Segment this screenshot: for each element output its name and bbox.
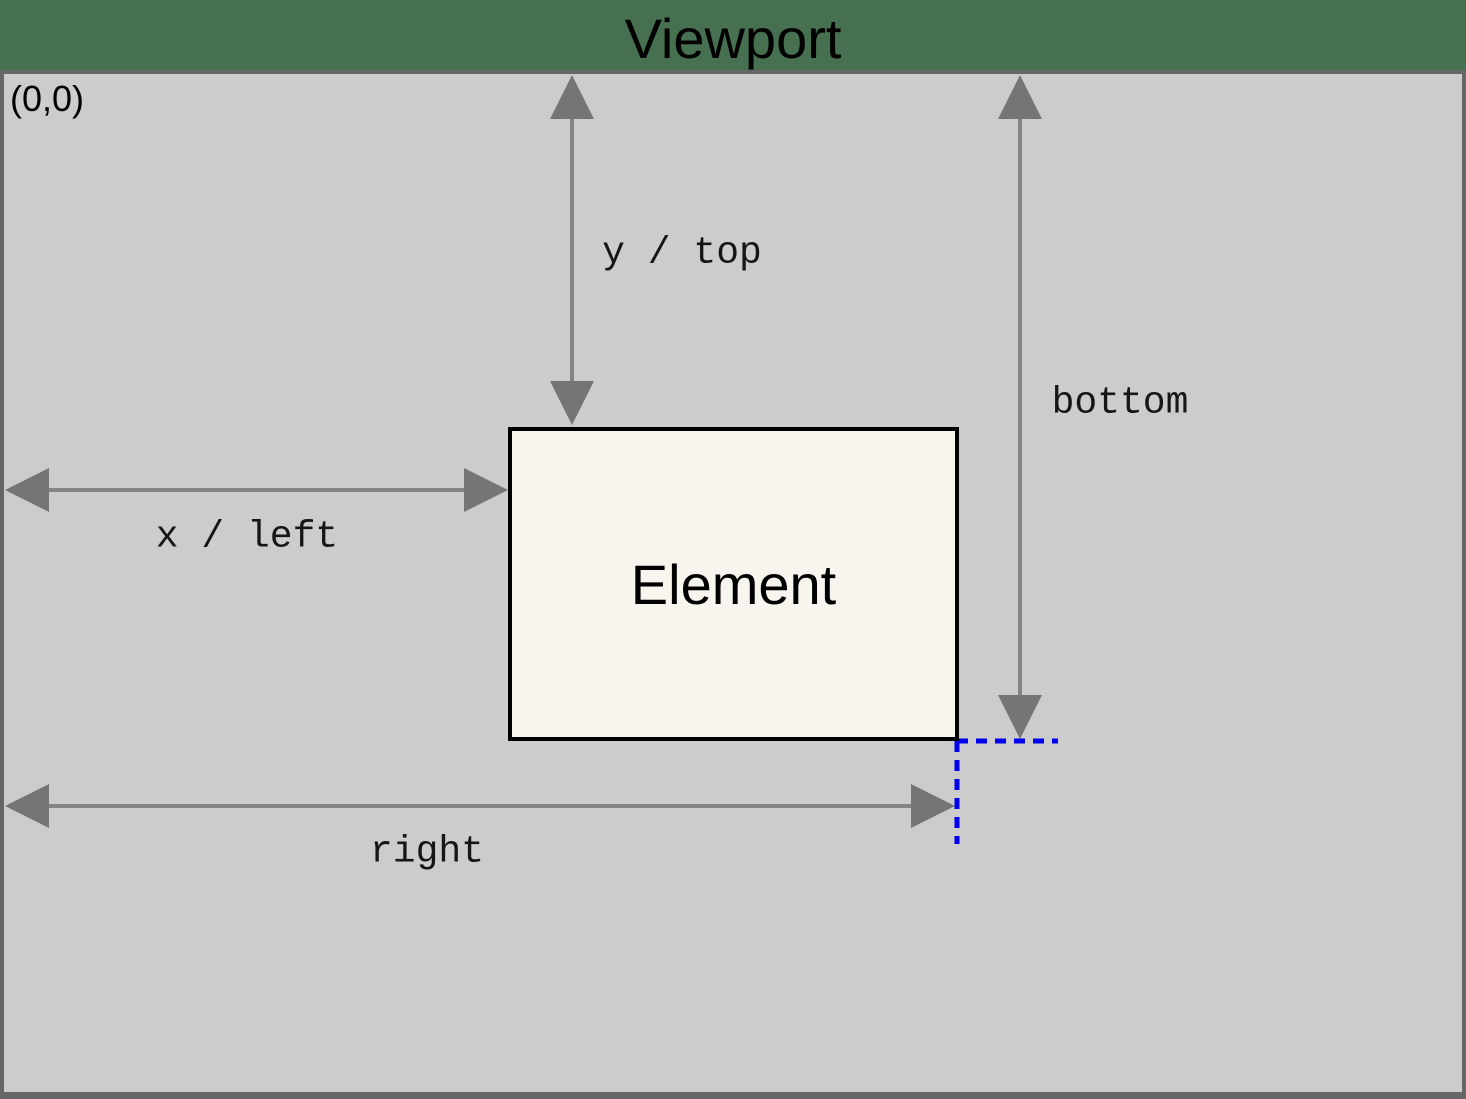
right-label: right bbox=[369, 830, 485, 874]
bottom-label: bottom bbox=[1051, 381, 1189, 425]
viewport-area: (0,0) bbox=[0, 70, 1466, 1099]
y-top-arrow bbox=[550, 75, 594, 425]
bottom-arrow bbox=[998, 75, 1042, 739]
x-left-label: x / left bbox=[155, 515, 339, 559]
element-box: Element bbox=[508, 427, 959, 741]
viewport-title-band: Viewport bbox=[0, 0, 1466, 70]
x-left-arrow bbox=[5, 468, 508, 512]
right-arrow bbox=[5, 784, 955, 828]
origin-coordinates-label: (0,0) bbox=[10, 78, 85, 119]
viewport-title: Viewport bbox=[624, 6, 842, 70]
y-top-label: y / top bbox=[602, 231, 762, 275]
element-corner-guide-dashes bbox=[954, 738, 1058, 844]
element-label: Element bbox=[630, 552, 837, 616]
measurement-arrows-layer bbox=[5, 75, 1058, 844]
